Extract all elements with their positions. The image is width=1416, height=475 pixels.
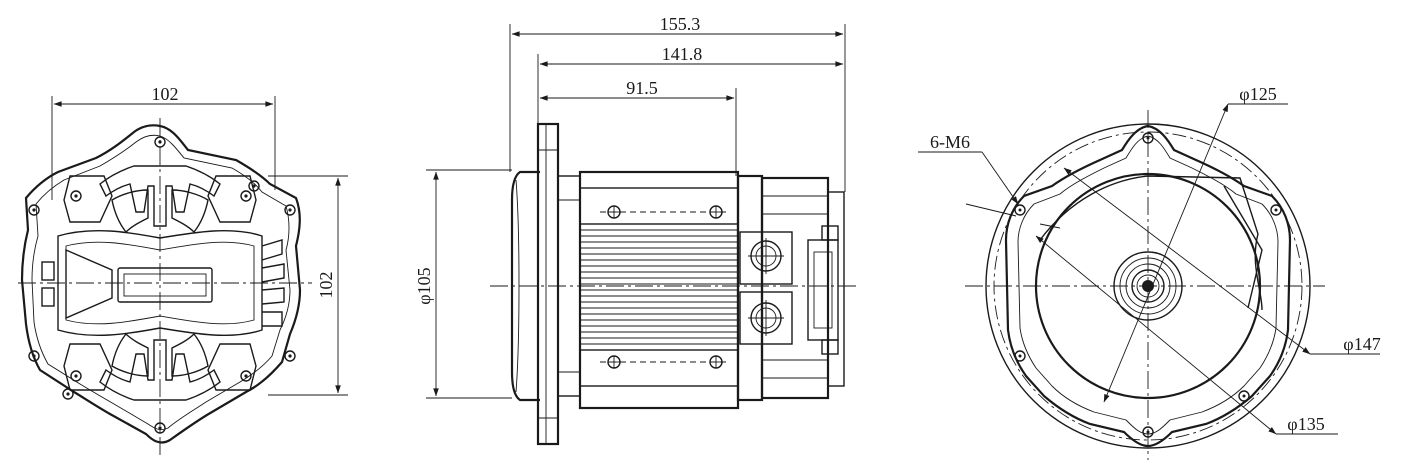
front-middle-band-inner (65, 241, 255, 325)
rear-view: φ125 φ147 φ135 6-M6 (918, 84, 1381, 460)
front-bosses (63, 175, 257, 391)
side-overall-length-label: 155.3 (660, 14, 701, 34)
side-front-cap-curve (515, 179, 520, 393)
side-terminal-bosses (739, 225, 839, 355)
front-center-window-inner (123, 273, 207, 297)
side-rear-end (827, 191, 845, 387)
front-bottom-comb-inner-r (171, 332, 209, 377)
side-rear-cap-fins (762, 195, 828, 379)
rear-thread-label: 6-M6 (930, 132, 970, 152)
front-top-comb (99, 165, 221, 227)
side-view: 155.3 141.8 91.5 φ105 (414, 14, 858, 446)
rear-bolt-circle-label: φ135 (1287, 414, 1324, 434)
front-left-tabs (41, 261, 55, 307)
side-rear-ring (736, 174, 764, 402)
side-pilot-diameter-label: φ105 (414, 267, 434, 304)
side-front-cap (510, 170, 540, 402)
side-body-length-label: 141.8 (662, 44, 703, 64)
front-bottom-comb-inner (111, 332, 149, 377)
front-left-wedge (65, 248, 113, 320)
side-rear-cap (760, 176, 830, 400)
side-overall-length-dimension: 155.3 (509, 14, 846, 192)
front-center-window (117, 267, 213, 303)
rear-thread-callout: 6-M6 (918, 132, 1061, 229)
front-width-dimension: 102 (51, 84, 276, 200)
rear-pcd-label: φ125 (1239, 84, 1276, 104)
front-width-label: 102 (152, 84, 179, 104)
front-holes (28, 136, 296, 434)
front-view: 102 102 (18, 84, 348, 455)
front-top-comb-inner-r (171, 189, 209, 234)
side-housing-holes (600, 205, 730, 369)
rear-bolt-circle-dimension: φ135 (1035, 235, 1338, 435)
front-flange-inner (31, 134, 291, 431)
front-right-fins (261, 239, 285, 327)
front-height-dimension: 102 (268, 175, 348, 396)
side-housing-length-label: 91.5 (626, 78, 658, 98)
front-top-comb-inner (111, 189, 149, 234)
front-height-label: 102 (316, 272, 336, 299)
side-flange-plate (536, 122, 560, 446)
front-bottom-comb (99, 339, 221, 401)
side-pilot-diameter-dimension: φ105 (414, 169, 512, 399)
front-middle-band (57, 229, 263, 337)
side-housing-fins (580, 229, 738, 345)
side-body-length-dimension: 141.8 (537, 44, 844, 124)
rear-flange-label: φ147 (1343, 334, 1380, 354)
side-housing-length-dimension: 91.5 (539, 78, 737, 176)
rear-flange-dimension: φ147 (1063, 167, 1381, 355)
